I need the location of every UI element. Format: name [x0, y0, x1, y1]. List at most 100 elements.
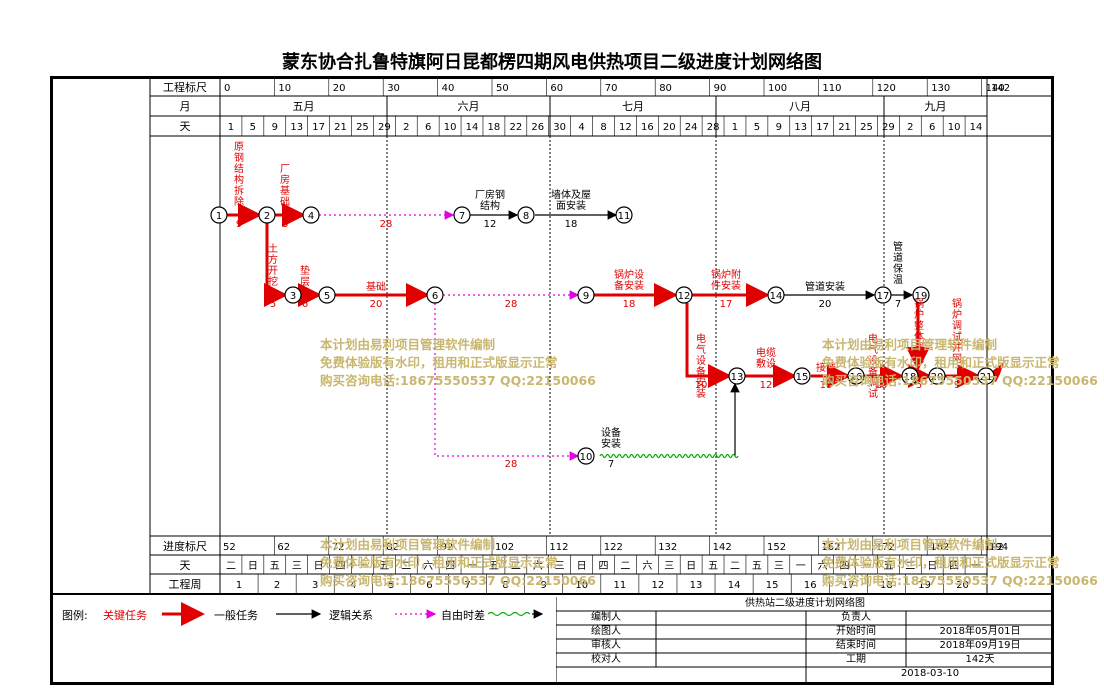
- task-name: 垫: [300, 264, 310, 277]
- task-name: 气: [696, 343, 706, 356]
- weekday-label: 四: [445, 561, 455, 572]
- weekday-label: 三: [292, 561, 302, 572]
- task-name: 道: [893, 251, 903, 264]
- weekday-label: 五: [379, 561, 389, 572]
- task-name: 气: [868, 343, 878, 356]
- node-1[interactable]: 1: [210, 206, 228, 224]
- weekday-label: 日: [927, 561, 937, 572]
- task-name: 厂房钢: [475, 188, 505, 201]
- node-number: 9: [583, 291, 589, 302]
- weekday-label: 日: [314, 561, 324, 572]
- node-7[interactable]: 7: [453, 206, 471, 224]
- work-week-label: 3: [312, 580, 318, 591]
- task-name: 锅: [952, 298, 962, 310]
- task-duration: 9: [954, 380, 960, 391]
- task-duration: 28: [505, 299, 518, 310]
- node-number: 12: [678, 291, 691, 302]
- row-header-day: 天: [180, 120, 191, 133]
- day-label: 9: [776, 122, 782, 133]
- node-number: 1: [216, 211, 222, 222]
- task-name: 层: [300, 276, 310, 288]
- node-11[interactable]: 11: [615, 206, 633, 224]
- weekday-label: 二: [226, 561, 236, 572]
- node-10[interactable]: 10: [577, 447, 595, 465]
- node-20[interactable]: 20: [928, 367, 946, 385]
- day-label: 13: [794, 122, 807, 133]
- day-label: 2: [403, 122, 409, 133]
- node-5[interactable]: 5: [318, 286, 336, 304]
- node-15[interactable]: 15: [793, 367, 811, 385]
- row-header-top_scale: 工程标尺: [163, 80, 207, 94]
- day-label: 30: [553, 122, 566, 133]
- task-name: 锅炉设: [614, 269, 644, 281]
- node-12[interactable]: 12: [675, 286, 693, 304]
- top-scale-tick: 60: [550, 83, 563, 94]
- task-name: 安: [696, 376, 706, 389]
- node-9[interactable]: 9: [577, 286, 595, 304]
- node-number: 19: [915, 291, 928, 302]
- node-8[interactable]: 8: [517, 206, 535, 224]
- progress-tick: 82: [386, 542, 399, 553]
- node-number: 17: [877, 291, 890, 302]
- task-duration: 6: [302, 299, 308, 310]
- work-week-label: 18: [880, 580, 893, 591]
- node-21[interactable]: 21: [977, 367, 995, 385]
- watermark-line: 本计划由易利项目管理软件编制: [320, 337, 496, 352]
- progress-tick: 182: [930, 542, 949, 553]
- work-week-label: 7: [464, 580, 470, 591]
- node-19[interactable]: 19: [912, 286, 930, 304]
- day-label: 28: [707, 122, 720, 133]
- weekday-label: 四: [949, 561, 959, 572]
- weekday-label: 六: [642, 560, 652, 572]
- day-label: 10: [948, 122, 961, 133]
- weekday-label: 二: [511, 561, 521, 572]
- node-16[interactable]: 16: [847, 367, 865, 385]
- progress-tick: 192: [985, 542, 1004, 553]
- work-week-label: 10: [575, 580, 588, 591]
- day-label: 14: [970, 122, 983, 133]
- progress-tick: 162: [821, 542, 840, 553]
- legend-float-label: 自由时差: [441, 609, 485, 622]
- task-name: 备安装: [614, 279, 644, 292]
- work-week-label: 14: [728, 580, 741, 591]
- task-duration: 5: [916, 380, 922, 391]
- node-17[interactable]: 17: [874, 286, 892, 304]
- work-week-label: 12: [652, 580, 665, 591]
- task-name: 管道安装: [805, 280, 845, 293]
- node-number: 13: [731, 372, 744, 383]
- task-name: 试: [952, 330, 962, 343]
- watermark-line: 购买咨询电话:18675550537 QQ:22150066: [320, 373, 596, 388]
- node-6[interactable]: 6: [426, 286, 444, 304]
- task-name: 电: [696, 332, 706, 345]
- work-week-label: 20: [956, 580, 969, 591]
- legend-general-label: 一般任务: [214, 609, 258, 622]
- day-label: 22: [509, 122, 522, 133]
- weekday-label: 一: [861, 561, 871, 572]
- node-3[interactable]: 3: [284, 286, 302, 304]
- weekday-label: 六: [423, 560, 433, 572]
- weekday-label: 三: [664, 561, 674, 572]
- task-name: 装: [696, 387, 706, 400]
- node-4[interactable]: 4: [302, 206, 320, 224]
- task-name: 管: [893, 240, 903, 253]
- day-label: 5: [250, 122, 256, 133]
- row-header-progress_scale: 进度标尺: [163, 539, 207, 553]
- weekday-label: 二: [730, 561, 740, 572]
- work-week-label: 13: [690, 580, 703, 591]
- weekday-label: 四: [336, 561, 346, 572]
- node-14[interactable]: 14: [767, 286, 785, 304]
- task-duration: 7: [895, 299, 901, 310]
- task-name: 调: [914, 342, 924, 354]
- node-13[interactable]: 13: [728, 367, 746, 385]
- task-name: 炉: [952, 309, 962, 321]
- node-2[interactable]: 2: [258, 206, 276, 224]
- info-key: 负责人: [841, 612, 871, 623]
- node-18[interactable]: 18: [901, 367, 919, 385]
- task-name: 设: [868, 355, 878, 367]
- weekday-label: 五: [489, 561, 499, 572]
- day-label: 21: [334, 122, 347, 133]
- info-value: [656, 639, 806, 653]
- task-duration: 12: [484, 219, 497, 230]
- task-duration: 28: [505, 459, 518, 470]
- progress-tick: 122: [604, 542, 623, 553]
